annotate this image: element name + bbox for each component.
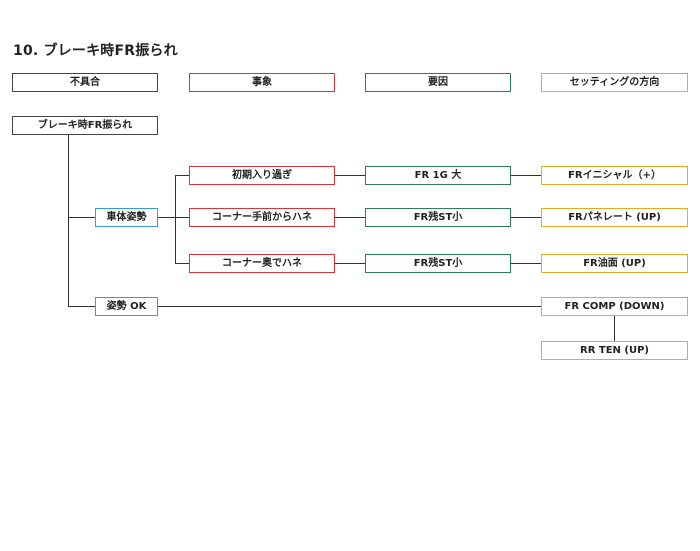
legend-event: 事象	[189, 73, 335, 92]
event-box-3: コーナー奥でハネ	[189, 254, 335, 273]
connector-event-trunk	[175, 175, 176, 263]
cause-box-2: FR残ST小	[365, 208, 511, 227]
setting-box-3: FR油面 (UP)	[541, 254, 688, 273]
root-problem-box: ブレーキ時FR振られ	[12, 116, 158, 135]
setting-box-4: FR COMP (DOWN)	[541, 297, 688, 316]
connector-setting-chain	[614, 315, 615, 341]
connector-event-cause-1	[335, 175, 365, 176]
setting-box-5: RR TEN (UP)	[541, 341, 688, 360]
connector-to-posture-2	[68, 306, 95, 307]
cause-box-1: FR 1G 大	[365, 166, 511, 185]
event-box-2: コーナー手前からハネ	[189, 208, 335, 227]
legend-setting: セッティングの方向	[541, 73, 688, 92]
connector-to-event-1	[175, 175, 189, 176]
connector-cause-setting-2	[511, 217, 541, 218]
connector-posture-1-out	[158, 217, 175, 218]
connector-to-event-3	[175, 263, 189, 264]
connector-posture-2-setting	[158, 306, 541, 307]
connector-to-posture-1	[68, 217, 95, 218]
cause-box-3: FR残ST小	[365, 254, 511, 273]
connector-event-cause-3	[335, 263, 365, 264]
connector-cause-setting-3	[511, 263, 541, 264]
posture-node-ok: 姿勢 OK	[95, 297, 158, 316]
setting-box-1: FRイニシャル（+）	[541, 166, 688, 185]
legend-problem: 不具合	[12, 73, 158, 92]
connector-to-event-2	[175, 217, 189, 218]
setting-box-2: FRパネレート (UP)	[541, 208, 688, 227]
connector-event-cause-2	[335, 217, 365, 218]
connector-cause-setting-1	[511, 175, 541, 176]
posture-node-body: 車体姿勢	[95, 208, 158, 227]
connector-root-trunk	[68, 135, 69, 307]
page-title: 10. ブレーキ時FR振られ	[13, 43, 178, 59]
legend-cause: 要因	[365, 73, 511, 92]
event-box-1: 初期入り過ぎ	[189, 166, 335, 185]
